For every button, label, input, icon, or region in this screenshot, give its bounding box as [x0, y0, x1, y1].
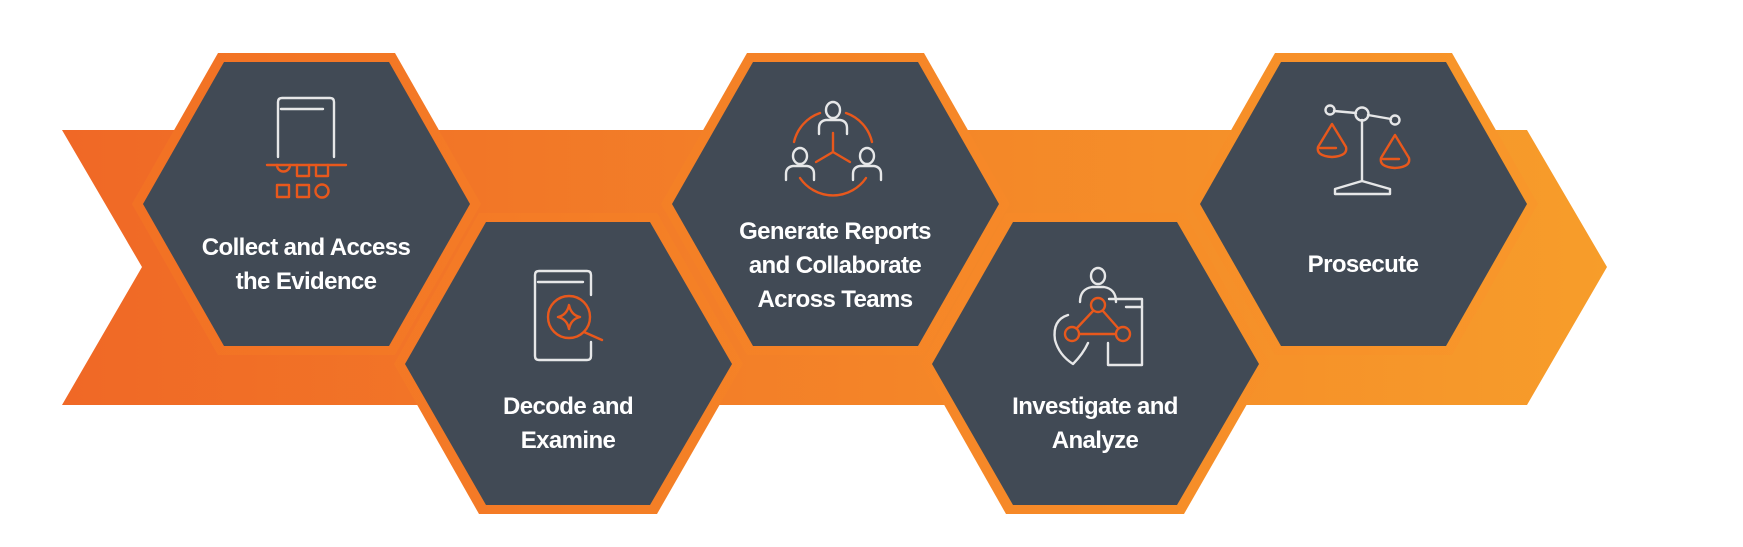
phone-data-extraction-icon: [265, 96, 348, 199]
step-label-prosecute: Prosecute: [1233, 248, 1493, 282]
step-label-line: Collect and Access: [201, 234, 411, 261]
step-label-line: Examine: [520, 427, 616, 454]
step-label-report: Generate Reports and Collaborate Across …: [705, 215, 965, 317]
step-label-investigate: Investigate and Analyze: [965, 390, 1225, 458]
hexagon-step-2: [394, 213, 743, 514]
hexagon-step-3: [661, 53, 1010, 355]
phone-search-icon: [533, 269, 604, 362]
investigator-network-icon: [1053, 266, 1144, 367]
step-label-line: Analyze: [1051, 427, 1139, 454]
step-label-collect: Collect and Access the Evidence: [176, 231, 436, 299]
step-label-line: Prosecute: [1307, 251, 1419, 278]
hexagon-step-1: [132, 53, 481, 355]
step-label-line: Decode and: [502, 393, 634, 420]
scales-of-justice-icon: [1316, 104, 1411, 196]
step-label-line: Investigate and: [1012, 393, 1178, 420]
step-label-decode: Decode and Examine: [438, 390, 698, 458]
hexagon-step-4: [921, 213, 1270, 514]
step-label-line: and Collaborate: [748, 252, 922, 279]
hexagon-step-5: [1189, 53, 1538, 355]
step-label-line: Across Teams: [757, 286, 913, 313]
team-collaboration-icon: [784, 100, 883, 197]
step-label-line: Generate Reports: [739, 218, 931, 245]
step-label-line: the Evidence: [235, 268, 377, 295]
